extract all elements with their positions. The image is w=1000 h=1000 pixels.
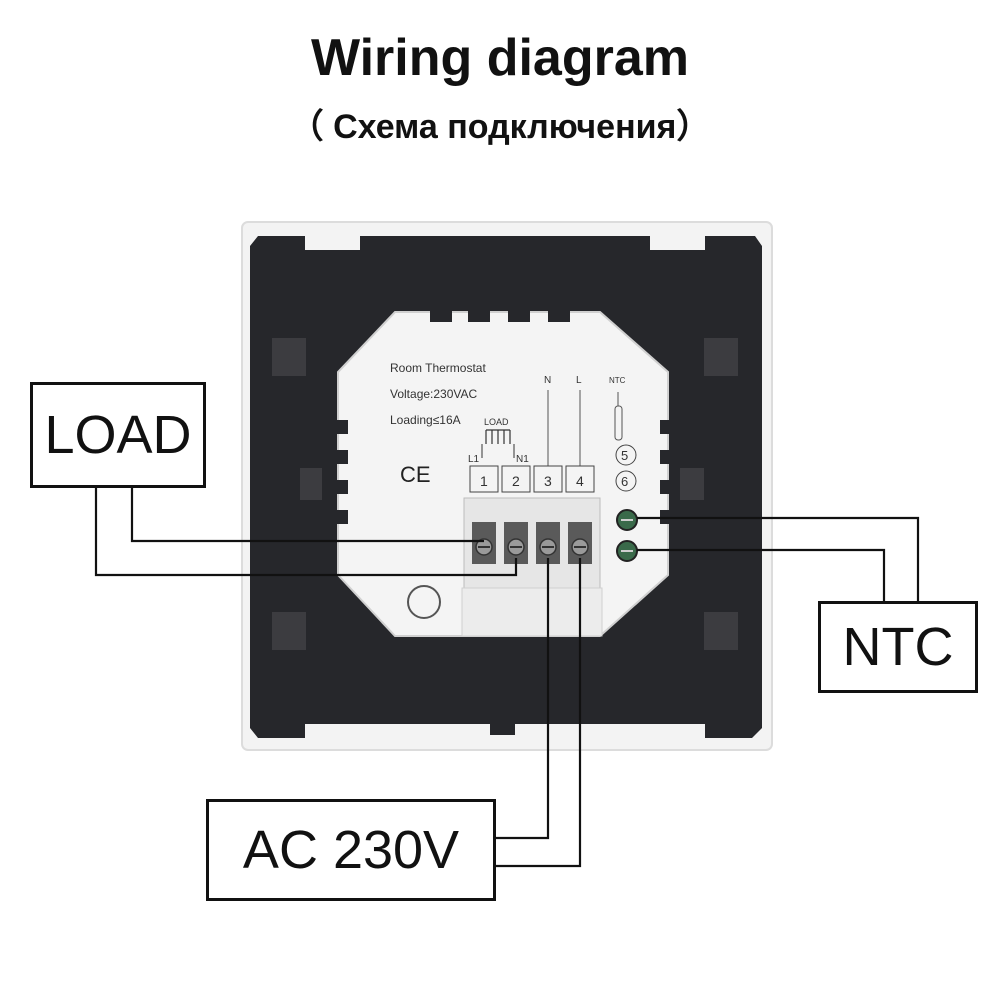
wire-ac-l (496, 558, 582, 868)
terminal-screw (568, 522, 592, 564)
load-symbol-icon (485, 429, 511, 444)
ce-mark: CE (400, 462, 431, 487)
ntc-box: NTC (818, 601, 978, 693)
ac-power-box: AC 230V (206, 799, 496, 901)
terminal-number: 5 (621, 448, 628, 463)
diagram-subtitle: （ Схема подключения） (289, 108, 711, 146)
load-symbol-label: LOAD (484, 417, 509, 427)
thermostat-loading: Loading≤16A (390, 413, 461, 427)
load-label: LOAD (44, 405, 192, 465)
wire-ntc-2 (637, 548, 886, 601)
thermostat-name: Room Thermostat (390, 361, 486, 375)
terminal-number: 1 (480, 473, 488, 489)
ntc-sensor-icon (614, 405, 623, 441)
diagram-title: Wiring diagram (310, 29, 689, 87)
mount-clip (704, 338, 738, 376)
mount-clip (272, 338, 306, 376)
label-ntc: NTC (609, 376, 626, 385)
wire-ntc-1 (637, 516, 920, 601)
wire-load-2 (94, 488, 518, 577)
ntc-label: NTC (842, 617, 954, 677)
mount-slot (680, 468, 704, 500)
label-n: N (544, 375, 551, 386)
thermostat-voltage: Voltage:230VAC (390, 387, 478, 401)
label-l1: L1 (468, 454, 480, 465)
terminal-number: 4 (576, 473, 584, 489)
ac-label: AC 230V (242, 820, 460, 880)
mount-clip (704, 612, 738, 650)
terminal-screw (536, 522, 560, 564)
terminal-number: 3 (544, 473, 552, 489)
wire-ac-n (496, 558, 550, 840)
buzzer-hole-icon (407, 585, 441, 619)
terminal-screw (472, 522, 496, 564)
terminal-number: 6 (621, 474, 628, 489)
terminal-screw (504, 522, 528, 564)
mount-clip (272, 612, 306, 650)
label-l: L (576, 375, 582, 386)
terminal-number: 2 (512, 473, 520, 489)
label-n1: N1 (516, 454, 529, 465)
mount-slot (300, 468, 322, 500)
wire-load-1 (130, 488, 484, 543)
wires (94, 488, 920, 868)
load-box: LOAD (30, 382, 206, 488)
